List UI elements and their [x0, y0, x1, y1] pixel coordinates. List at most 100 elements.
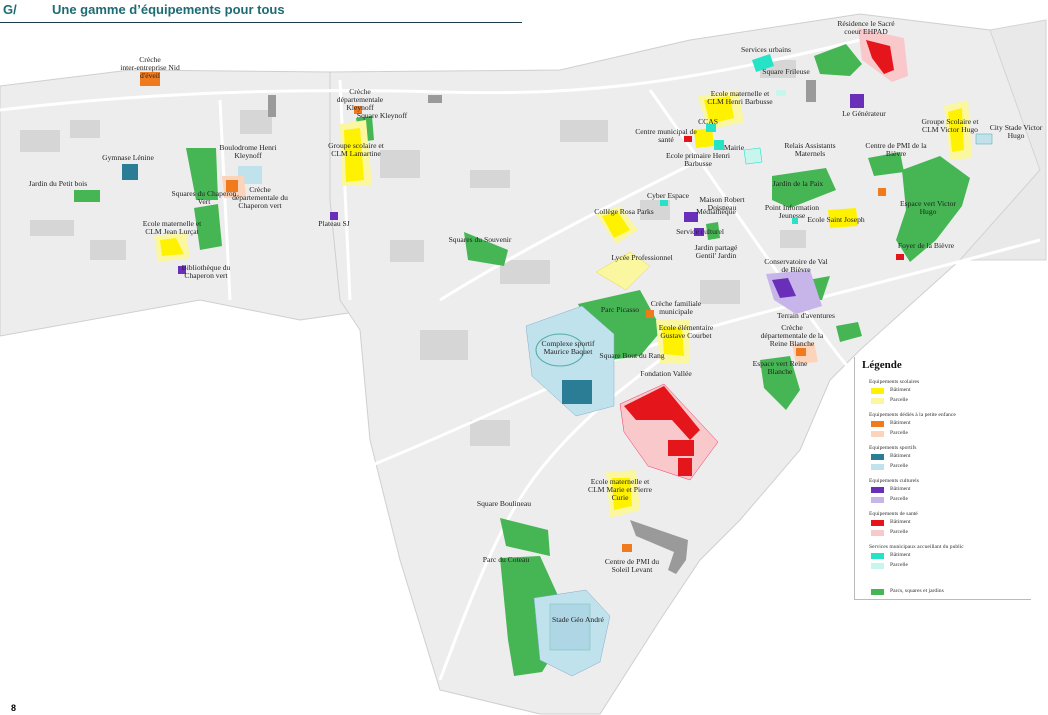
legend-item-label: Parcelle: [890, 397, 909, 403]
centre-sante[interactable]: [684, 136, 692, 142]
creche-reine-blanche[interactable]: [796, 348, 806, 356]
relais-assistants[interactable]: [743, 147, 763, 165]
gustave-courbet-building[interactable]: [662, 326, 684, 356]
building: [268, 95, 276, 117]
legend-item-label: Bâtiment: [890, 420, 911, 426]
bibliotheque-chaperon[interactable]: [178, 266, 186, 274]
square-boulineau[interactable]: [500, 518, 550, 556]
legend-item-label: Bâtiment: [890, 486, 911, 492]
map-label: Médiathèque: [696, 207, 736, 216]
page-title: Une gamme d’équipements pour tous: [52, 2, 285, 17]
barbusse-primary[interactable]: [694, 128, 714, 148]
early-childhood-facilities[interactable]: [140, 72, 886, 552]
services-urbains[interactable]: [752, 54, 774, 72]
street: [648, 89, 862, 382]
lycee-professionnel[interactable]: [595, 251, 651, 291]
cyber-espace[interactable]: [660, 200, 668, 206]
map-label: Square Kleynoff: [357, 111, 408, 120]
mediatheque[interactable]: [684, 212, 698, 222]
map-label: Gymnase Lénine: [102, 153, 154, 162]
parks[interactable]: [74, 44, 970, 676]
legend-item-label: Bâtiment: [890, 552, 911, 558]
point-info-jeunesse[interactable]: [792, 218, 798, 224]
ehpad-building[interactable]: [866, 40, 894, 74]
map-label: Foyer de la Bièvre: [898, 241, 955, 250]
map-label: Ecole Saint Joseph: [807, 215, 865, 224]
le-generateur[interactable]: [850, 94, 864, 108]
jean-lurcat-building[interactable]: [160, 238, 184, 256]
espace-vert-victor-hugo[interactable]: [896, 156, 970, 262]
map-label: Jardin de la Paix: [773, 179, 824, 188]
fondation-vallee-building[interactable]: [624, 386, 700, 440]
ccas[interactable]: [706, 124, 716, 132]
service-culturel[interactable]: [694, 228, 704, 236]
legend-category: Equipements sportifs: [869, 445, 917, 451]
jardin-petit-bois[interactable]: [74, 190, 100, 202]
map-label: Square Bout du Rang: [599, 351, 664, 360]
legend-swatch: [871, 454, 884, 460]
creche-chaperon-vert[interactable]: [226, 180, 238, 192]
green-services[interactable]: [814, 44, 862, 76]
green-pmi-bievre[interactable]: [868, 152, 904, 176]
creche-nid-eveil[interactable]: [140, 72, 160, 86]
map-label: Jardin du Petit bois: [29, 179, 87, 188]
squares-chaperon-vert[interactable]: [186, 148, 218, 200]
squares-souvenir[interactable]: [464, 232, 508, 266]
pmi-soleil-levant[interactable]: [622, 544, 632, 552]
legend-swatch: [871, 520, 884, 526]
block: [780, 230, 806, 248]
lamartine-building[interactable]: [344, 128, 364, 182]
green-east[interactable]: [836, 322, 862, 342]
stade-geo-andre-pitch: [549, 603, 591, 651]
cultural-facilities[interactable]: [178, 94, 864, 314]
foyer-bievre[interactable]: [896, 254, 904, 260]
victor-hugo-building[interactable]: [948, 108, 964, 152]
espace-vert-reine-blanche[interactable]: [760, 356, 800, 410]
map-label: Lycée Professionnel: [611, 253, 672, 262]
fondation-vallee-building[interactable]: [668, 440, 694, 456]
map-label: Collège Rosa Parks: [594, 207, 654, 216]
creche-familiale[interactable]: [646, 310, 654, 318]
saint-joseph[interactable]: [828, 208, 858, 228]
section-number: G/: [3, 2, 17, 17]
pmi-bievre[interactable]: [878, 188, 886, 196]
map-label: Plateau SJ: [318, 219, 349, 228]
square-frileuse[interactable]: [776, 90, 786, 96]
legend-item-label: Parcelle: [890, 496, 909, 502]
conservatoire-building[interactable]: [772, 278, 796, 298]
fondation-vallee-building[interactable]: [678, 458, 692, 476]
mairie[interactable]: [714, 140, 724, 150]
creche-kleynoff[interactable]: [354, 106, 362, 114]
territory-east-edge: [958, 19, 1047, 261]
squares-chaperon-vert-south[interactable]: [194, 204, 222, 250]
gymnase-lenine[interactable]: [122, 164, 138, 180]
rosa-parks-building[interactable]: [602, 212, 630, 238]
henri-barbusse-building[interactable]: [704, 96, 734, 124]
plateau-sj[interactable]: [330, 212, 338, 220]
block: [70, 120, 100, 138]
curie-building[interactable]: [612, 478, 632, 510]
block: [500, 260, 550, 284]
jardin-de-la-paix[interactable]: [772, 168, 836, 208]
health-facilities[interactable]: [619, 28, 908, 481]
block: [240, 110, 272, 134]
maurice-baquet-building[interactable]: [562, 380, 592, 404]
city-stade[interactable]: [975, 133, 993, 145]
green-rosa[interactable]: [706, 222, 720, 240]
municipal-services[interactable]: [660, 54, 798, 224]
legend-swatch: [871, 431, 884, 437]
school-facilities[interactable]: [154, 90, 972, 518]
block: [700, 280, 740, 304]
